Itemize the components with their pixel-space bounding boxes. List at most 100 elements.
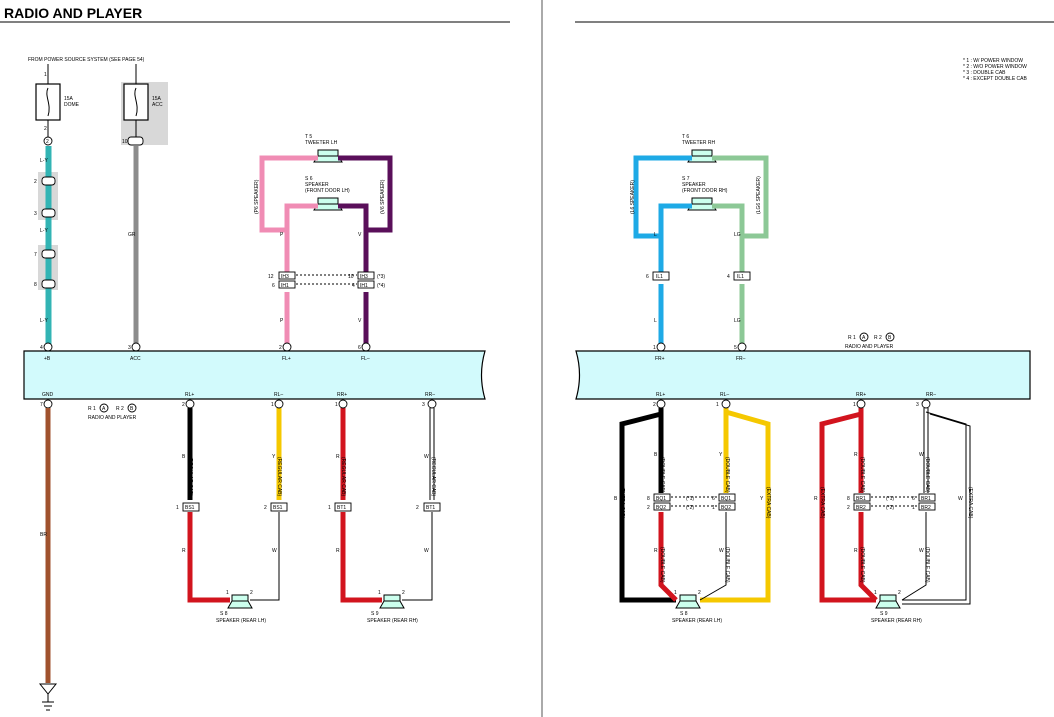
svg-text:A: A: [862, 335, 866, 341]
svg-text:ACC: ACC: [130, 356, 141, 362]
svg-text:RR+: RR+: [856, 392, 866, 398]
svg-text:2: 2: [264, 505, 267, 511]
radio-ref-right: R 1 A R 2 B RADIO AND PLAYER: [845, 332, 895, 350]
svg-text:B: B: [888, 335, 892, 341]
svg-text:S 9: S 9: [371, 611, 379, 617]
svg-text:R: R: [336, 548, 340, 554]
svg-text:(*3): (*3): [377, 274, 385, 280]
svg-text:T 5: T 5: [305, 134, 312, 140]
svg-text:L: L: [654, 232, 657, 238]
svg-text:R 1: R 1: [88, 406, 96, 412]
svg-text:R: R: [182, 548, 186, 554]
svg-text:W: W: [424, 454, 429, 460]
svg-text:(REGULAR CAB): (REGULAR CAB): [187, 457, 193, 497]
svg-text:SPEAKER: SPEAKER: [305, 182, 329, 188]
svg-text:(V6 SPEAKER): (V6 SPEAKER): [380, 179, 386, 214]
note-2: * 2 : W/O POWER WINDOW: [963, 64, 1027, 70]
svg-text:4: 4: [727, 274, 730, 280]
svg-text:L-Y: L-Y: [40, 228, 48, 234]
svg-text:8: 8: [847, 496, 850, 502]
svg-text:3: 3: [422, 402, 425, 408]
svg-text:RL+: RL+: [185, 392, 194, 398]
svg-text:2: 2: [44, 126, 47, 132]
svg-text:W: W: [958, 496, 963, 502]
svg-text:+B: +B: [44, 356, 51, 362]
svg-text:RADIO AND PLAYER: RADIO AND PLAYER: [845, 344, 894, 350]
svg-text:(DOUBLE CAB): (DOUBLE CAB): [659, 547, 665, 583]
svg-text:BT1: BT1: [337, 505, 346, 511]
svg-text:(LG6 SPEAKER): (LG6 SPEAKER): [756, 176, 762, 214]
svg-text:1: 1: [226, 590, 229, 596]
svg-text:(REGULAR CAB): (REGULAR CAB): [340, 457, 346, 497]
svg-text:3: 3: [916, 402, 919, 408]
svg-text:RL–: RL–: [274, 392, 283, 398]
svg-text:6: 6: [912, 496, 915, 502]
svg-text:1: 1: [271, 402, 274, 408]
svg-text:SPEAKER: SPEAKER: [682, 182, 706, 188]
svg-text:1: 1: [335, 402, 338, 408]
svg-text:S 9: S 9: [880, 611, 888, 617]
svg-text:SPEAKER (REAR LH): SPEAKER (REAR LH): [216, 618, 266, 624]
svg-text:IH1: IH1: [281, 283, 289, 289]
svg-text:BR2: BR2: [921, 505, 931, 511]
svg-text:IH3: IH3: [360, 274, 368, 280]
svg-text:R 1: R 1: [848, 335, 856, 341]
svg-text:1: 1: [716, 402, 719, 408]
svg-text:2: 2: [279, 345, 282, 351]
fuse-dome: 15A DOME: [35, 83, 80, 121]
svg-text:V: V: [358, 318, 362, 324]
svg-text:1: 1: [176, 505, 179, 511]
svg-text:(DOUBLE CAB): (DOUBLE CAB): [859, 457, 865, 493]
svg-text:IL1: IL1: [656, 274, 663, 280]
note-4: * 4 : EXCEPT DOUBLE CAB: [963, 76, 1027, 82]
svg-text:BQ2: BQ2: [656, 505, 666, 511]
svg-text:S 8: S 8: [220, 611, 228, 617]
radio-box-left: [23, 350, 486, 400]
svg-text:R: R: [336, 454, 340, 460]
svg-text:BS1: BS1: [273, 505, 283, 511]
svg-text:L-Y: L-Y: [40, 318, 48, 324]
svg-text:A: A: [102, 406, 106, 412]
svg-text:RR–: RR–: [926, 392, 936, 398]
svg-text:(DOUBLE CAB): (DOUBLE CAB): [659, 457, 665, 493]
svg-text:FL+: FL+: [282, 356, 291, 362]
svg-text:P: P: [280, 232, 284, 238]
svg-text:2: 2: [416, 505, 419, 511]
page-title: RADIO AND PLAYER: [4, 5, 142, 21]
svg-text:W: W: [919, 548, 924, 554]
svg-text:B: B: [614, 496, 618, 502]
connector-bq: BQ1 BQ2 82 BQ1 BQ2 61 (*1) (*2): [647, 493, 736, 511]
svg-text:R: R: [814, 496, 818, 502]
svg-text:10: 10: [122, 139, 128, 145]
radio-ref-left: R 1 A R 2 B RADIO AND PLAYER: [88, 403, 137, 421]
power-source-label: FROM POWER SOURCE SYSTEM (SEE PAGE 54): [28, 57, 145, 63]
connector-br: BR1 BR2 82 BR1 BR2 61 (*1) (*2): [847, 493, 936, 511]
svg-text:RR–: RR–: [425, 392, 435, 398]
svg-text:6: 6: [272, 283, 275, 289]
svg-text:(FRONT DOOR LH): (FRONT DOOR LH): [305, 188, 350, 194]
svg-text:FR–: FR–: [736, 356, 746, 362]
svg-text:2: 2: [898, 590, 901, 596]
svg-text:Y: Y: [272, 454, 276, 460]
svg-text:SPEAKER (REAR LH): SPEAKER (REAR LH): [672, 618, 722, 624]
svg-text:S 6: S 6: [305, 176, 313, 182]
svg-text:(*1): (*1): [886, 496, 894, 502]
fuse-acc: 15A ACC: [123, 83, 163, 121]
svg-text:2: 2: [250, 590, 253, 596]
svg-text:BR1: BR1: [921, 496, 931, 502]
svg-text:B: B: [182, 454, 186, 460]
svg-text:(DOUBLE CAB): (DOUBLE CAB): [724, 547, 730, 583]
svg-text:R 2: R 2: [874, 335, 882, 341]
svg-text:2: 2: [653, 402, 656, 408]
svg-text:10: 10: [348, 274, 354, 280]
svg-text:(*2): (*2): [686, 505, 694, 511]
svg-text:S 7: S 7: [682, 176, 690, 182]
svg-text:V: V: [358, 232, 362, 238]
svg-text:B: B: [654, 452, 658, 458]
connector-ih: IH3 IH1 126 IH3 IH1 104 (*3) (*4): [268, 271, 385, 289]
svg-text:4: 4: [40, 345, 43, 351]
speaker-rear-lh-left: 1 2 S 8 SPEAKER (REAR LH): [216, 590, 266, 624]
svg-text:LG: LG: [734, 318, 741, 324]
